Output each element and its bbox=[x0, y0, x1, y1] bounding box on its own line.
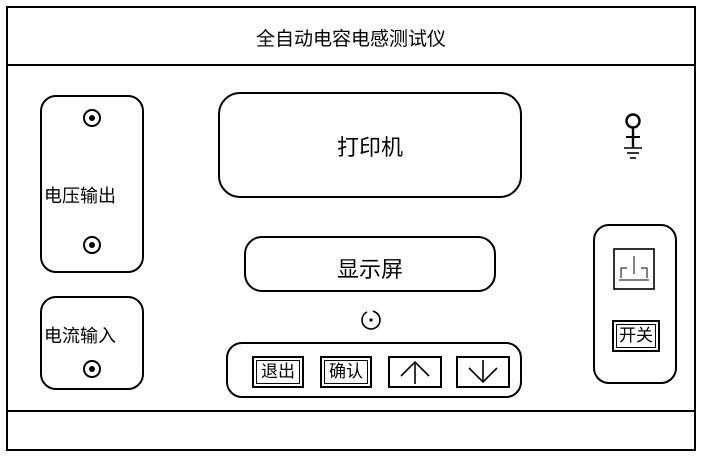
current-input-group: 电流输入 bbox=[40, 296, 144, 390]
printer[interactable]: 打印机 bbox=[218, 92, 522, 198]
up-button[interactable] bbox=[388, 356, 442, 388]
power-switch-label: 开关 bbox=[616, 324, 656, 348]
voltage-output-terminal-bottom[interactable] bbox=[83, 236, 101, 254]
adjust-knob-icon[interactable] bbox=[360, 309, 382, 331]
display-screen: 显示屏 bbox=[244, 236, 496, 292]
keypad: 退出 确认 bbox=[226, 342, 522, 398]
voltage-output-group: 电压输出 bbox=[40, 95, 144, 273]
voltage-output-label: 电压输出 bbox=[44, 186, 116, 207]
arrow-up-icon bbox=[400, 360, 430, 384]
title-divider bbox=[6, 64, 696, 66]
exit-button[interactable]: 退出 bbox=[252, 356, 304, 388]
panel-title: 全自动电容电感测试仪 bbox=[255, 28, 446, 50]
ground-terminal-icon[interactable] bbox=[618, 112, 648, 164]
confirm-button-label: 确认 bbox=[324, 360, 368, 384]
display-label: 显示屏 bbox=[336, 258, 403, 283]
voltage-output-terminal-top[interactable] bbox=[83, 109, 101, 127]
down-button[interactable] bbox=[456, 356, 510, 388]
confirm-button[interactable]: 确认 bbox=[320, 356, 372, 388]
printer-label: 打印机 bbox=[336, 136, 403, 161]
current-input-label: 电流输入 bbox=[44, 326, 116, 347]
power-group: 开关 bbox=[593, 224, 677, 384]
exit-button-label: 退出 bbox=[256, 360, 300, 384]
power-switch-toggle-icon[interactable] bbox=[613, 248, 655, 290]
bottom-divider bbox=[6, 410, 696, 412]
arrow-down-icon bbox=[468, 360, 498, 384]
current-input-terminal[interactable] bbox=[83, 360, 101, 378]
instrument-panel bbox=[6, 6, 696, 451]
power-switch-button[interactable]: 开关 bbox=[612, 320, 660, 352]
